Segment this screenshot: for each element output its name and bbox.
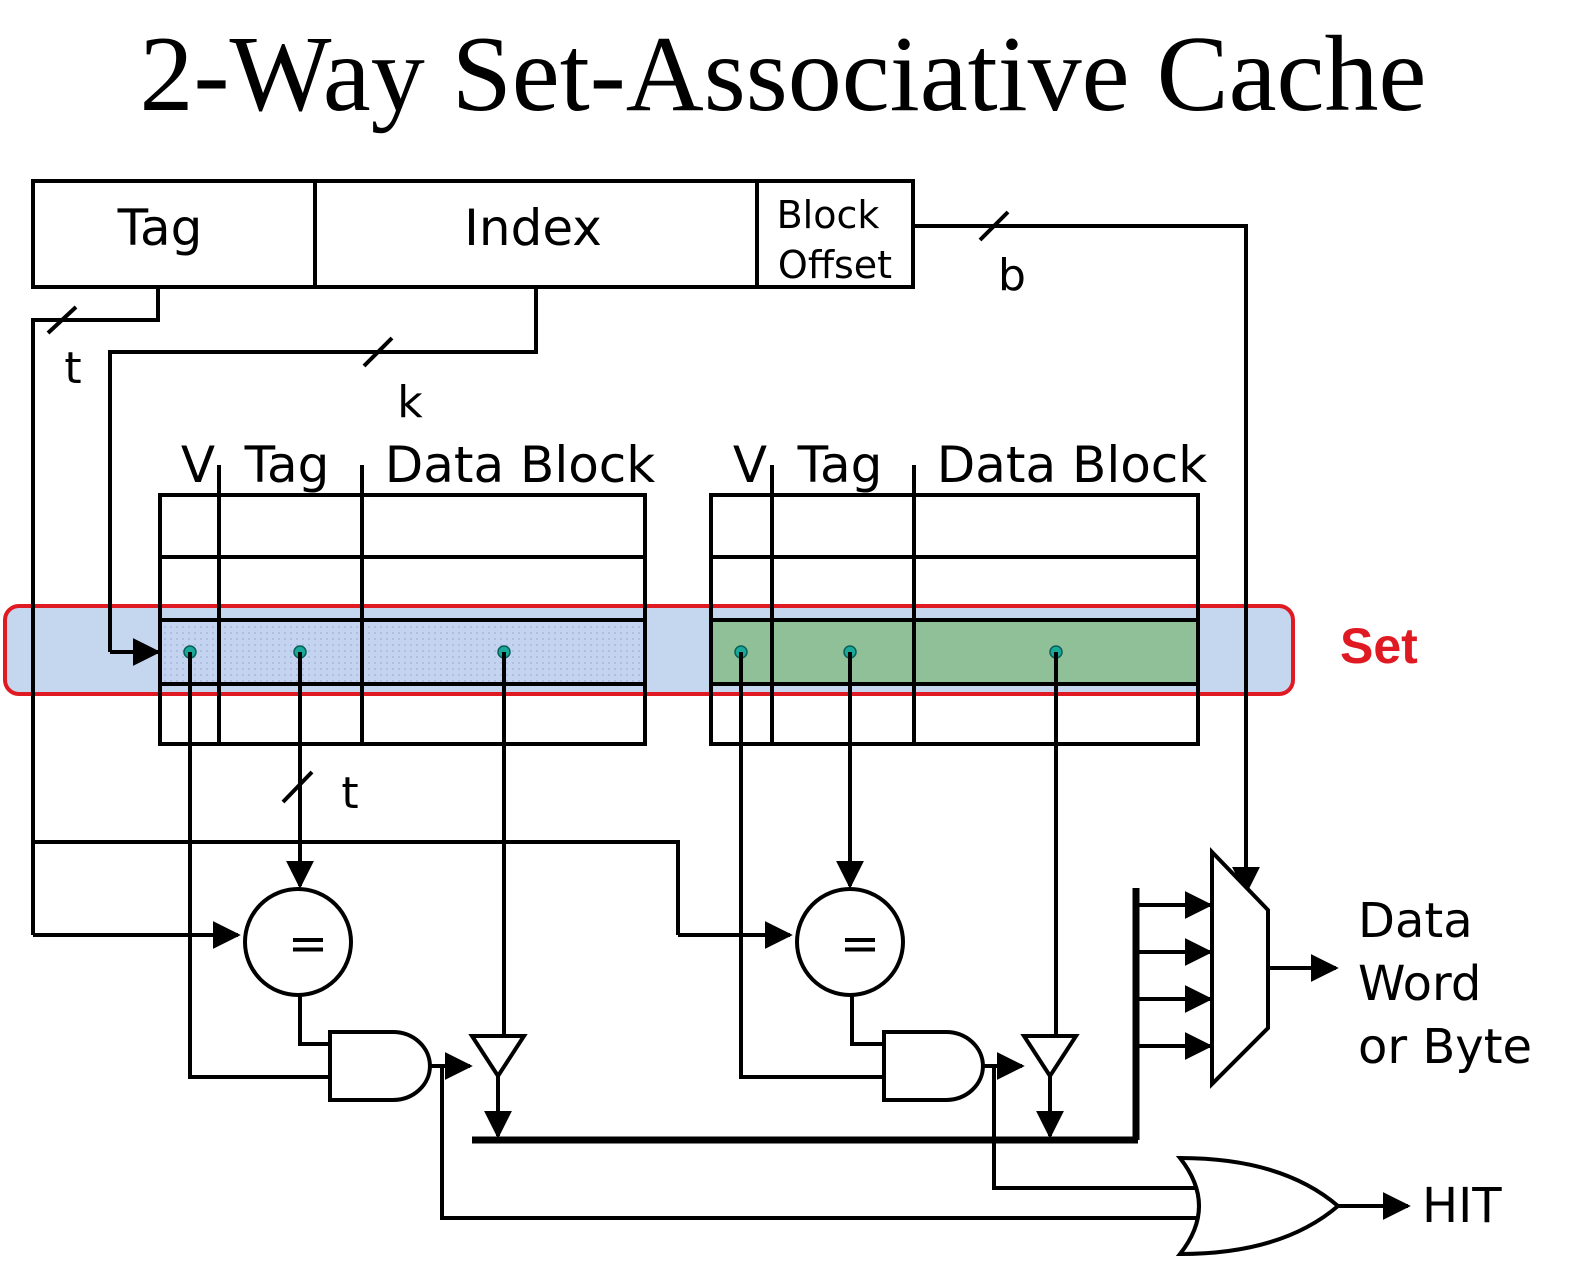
way-1-tristate-buffer [468,1034,528,1080]
block-offset-label-line1: Block [777,193,880,237]
way-1-array: V Tag Data Block [158,436,656,746]
index-bus: k [108,287,538,666]
way-1-tag-header: Tag [244,436,330,494]
way-2-v-header: V [733,436,767,494]
offset-bus: b [913,210,1260,895]
address-tag-label: Tag [117,199,203,257]
way-2-selected-row [711,620,1198,684]
way-2-tag-header: Tag [797,436,883,494]
address-index-label: Index [464,199,602,257]
way-1-and-gate [328,1030,432,1102]
way-2-comparator-symbol: = [840,916,880,972]
way-2-readout: = [734,645,1200,1190]
data-bus [472,888,1213,1144]
stored-tag-width-label: t [341,768,358,819]
block-offset-label-line2: Offset [778,243,892,287]
index-width-label: k [397,377,423,428]
way-2-data-header: Data Block [937,436,1208,494]
way-1-readout: t = [183,645,1200,1220]
way-1-data-header: Data Block [385,436,656,494]
tag-width-label: t [64,343,81,394]
output-label-line3: or Byte [1358,1019,1532,1075]
hit-or-gate [1175,1155,1342,1257]
output-label-line1: Data [1358,893,1473,949]
set-label: Set [1340,618,1418,674]
output-label-line2: Word [1358,956,1481,1012]
way-2-and-gate [882,1030,985,1102]
offset-width-label: b [998,250,1026,301]
hit-label: HIT [1422,1178,1502,1234]
address-register: Tag Index Block Offset [31,179,915,289]
way-1-v-header: V [181,436,215,494]
output-multiplexer [1210,847,1270,1089]
page-title: 2-Way Set-Associative Cache [140,15,1427,134]
way-2-tristate-buffer [1020,1034,1080,1080]
way-1-comparator-symbol: = [288,916,328,972]
way-2-array: V Tag Data Block [709,436,1208,746]
way-1-selected-row [160,620,645,684]
address-box [31,179,915,289]
tag-bus: t [31,287,793,949]
